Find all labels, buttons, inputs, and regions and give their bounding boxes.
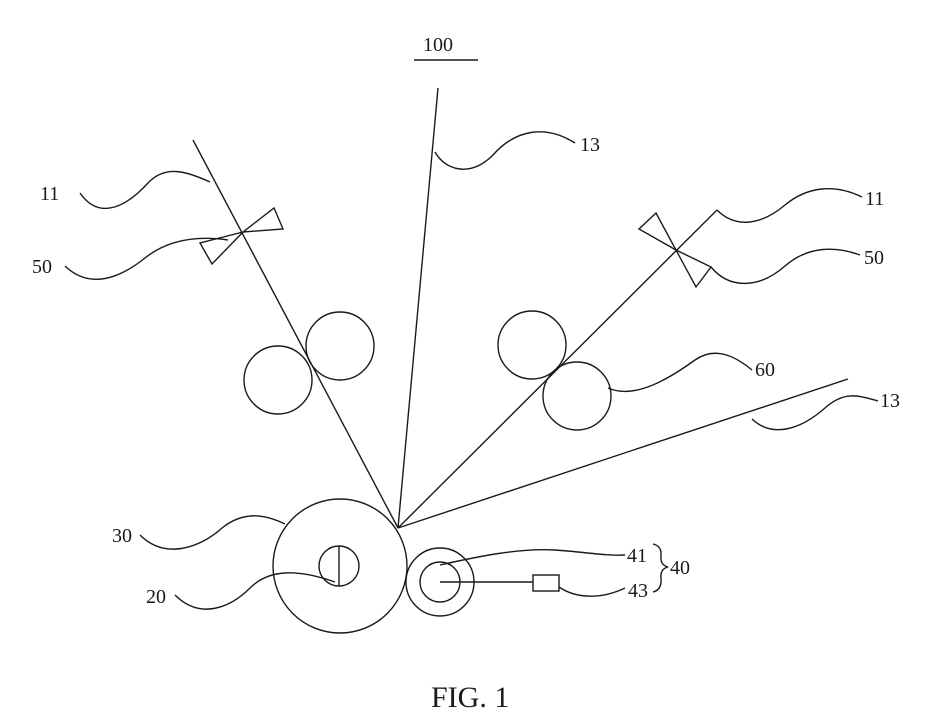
wire-line-top (398, 88, 438, 528)
figure-ref-label: 100 (423, 34, 453, 56)
drum (273, 499, 407, 633)
cutter-right (639, 213, 711, 287)
assembly-brace (653, 544, 668, 592)
leader-wire-top (435, 132, 575, 169)
figure-caption: FIG. 1 (431, 681, 509, 714)
leader-cutter-left (65, 238, 228, 279)
leader-rollers-right (608, 353, 752, 391)
cutter-left-blade-a (200, 232, 243, 264)
cutter-left-blade-b (243, 208, 283, 232)
label-rollers: 60 (755, 359, 775, 381)
label-drum: 30 (112, 525, 132, 547)
label-sensor: 43 (628, 580, 648, 602)
label-assembly: 40 (670, 557, 690, 579)
roller-left-upper (306, 312, 374, 380)
leader-drum (140, 516, 285, 549)
strip-line-left (193, 140, 398, 528)
label-wire-top: 13 (580, 134, 600, 156)
leader-strip-right (717, 189, 862, 223)
label-idler: 41 (627, 545, 647, 567)
roller-right-lower (543, 362, 611, 430)
cutter-right-blade-b (676, 250, 711, 287)
roller-left-lower (244, 346, 312, 414)
leader-wire-right (752, 396, 878, 430)
label-shaft: 20 (146, 586, 166, 608)
label-strip-right: 11 (865, 188, 884, 210)
sensor-box (533, 575, 559, 591)
leader-strip-left (80, 171, 210, 208)
leader-shaft (175, 573, 335, 609)
label-cutter-left: 50 (32, 256, 52, 278)
cutter-left (200, 208, 283, 264)
leader-sensor (559, 587, 625, 596)
label-strip-left: 11 (40, 183, 59, 205)
leader-cutter-right (711, 249, 860, 283)
label-cutter-right: 50 (864, 247, 884, 269)
cutter-right-blade-a (639, 213, 676, 250)
label-wire-right: 13 (880, 390, 900, 412)
wire-line-right (398, 379, 848, 528)
